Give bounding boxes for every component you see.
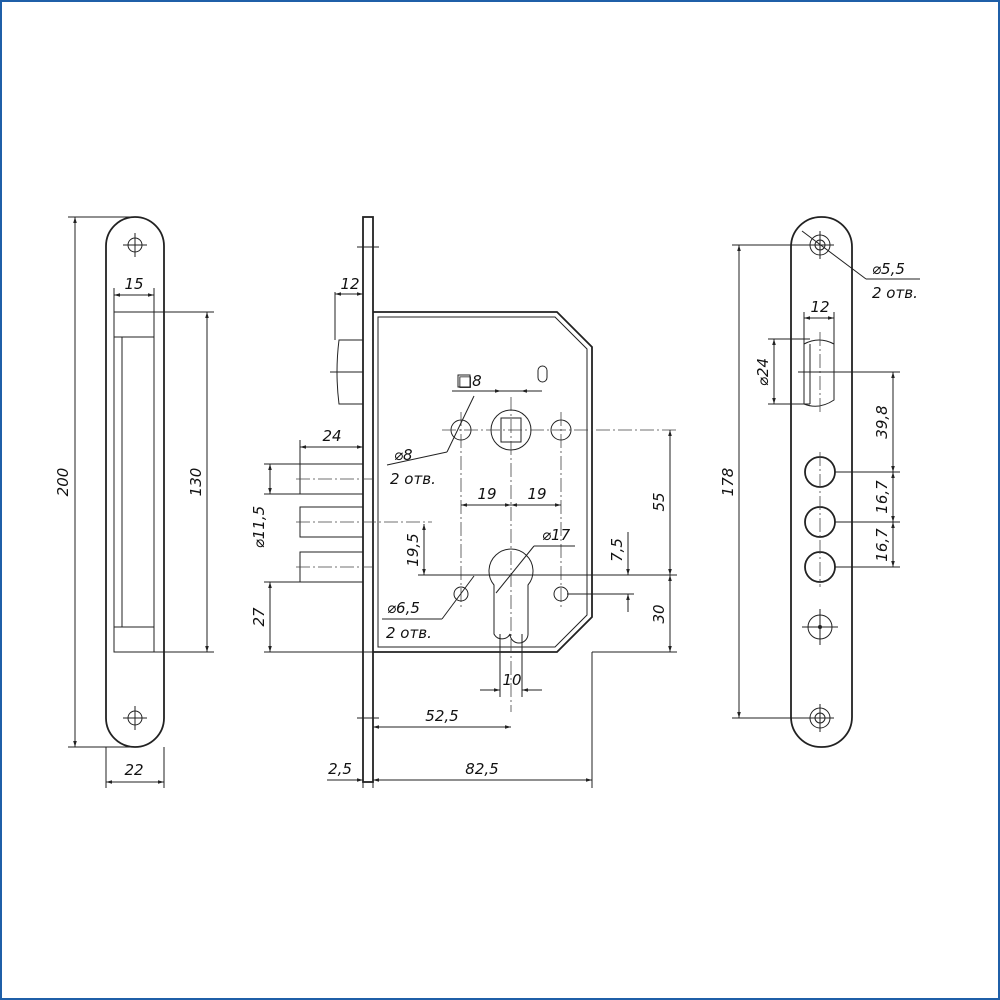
dim-16-7-lower: 16,7 (873, 528, 891, 562)
dim-30: 30 (650, 604, 668, 623)
dim-39-8: 39,8 (873, 405, 891, 438)
screw-hole-icon (123, 706, 147, 730)
dim-19-left: 19 (477, 485, 496, 503)
holes-count-8: 2 отв. (390, 470, 436, 488)
dim-27: 27 (250, 607, 268, 627)
dim-12-latch-front: 12 (810, 298, 829, 316)
dim-phi-5-5: ⌀5,5 (872, 260, 905, 278)
dim-2-5: 2,5 (328, 760, 352, 778)
screw-hole-icon (123, 233, 147, 257)
dim-82-5: 82,5 (465, 760, 498, 778)
dim-15: 15 (124, 275, 143, 293)
dim-22: 22 (124, 761, 143, 779)
dim-10: 10 (502, 671, 521, 689)
dim-19-5: 19,5 (404, 533, 422, 566)
dim-phi-8: ⌀8 (394, 446, 413, 464)
dim-178: 178 (719, 468, 737, 497)
dim-200: 200 (54, 468, 72, 497)
dim-phi-17: ⌀17 (542, 526, 571, 544)
dim-12-latch: 12 (340, 275, 359, 293)
lock-front-plate-view: ⌀5,5 2 отв. 12 ⌀24 178 39,8 16,7 16,7 (719, 216, 920, 748)
dim-phi-24: ⌀24 (754, 358, 772, 386)
dim-19-right: 19 (527, 485, 546, 503)
dim-16-7-upper: 16,7 (873, 480, 891, 514)
dim-7-5: 7,5 (608, 538, 626, 562)
faceplate-front-view: 200 130 15 22 (54, 216, 214, 788)
dim-24: 24 (322, 427, 341, 445)
holes-count-5-5: 2 отв. (872, 284, 918, 302)
dim-130: 130 (187, 468, 205, 497)
dim-52-5: 52,5 (425, 707, 458, 725)
screw-icon (802, 609, 838, 645)
lock-body-side-view: 12 24 ⌀11,5 27 □8 ⌀8 2 отв. 19 19 55 ⌀17… (250, 216, 677, 788)
dim-55: 55 (650, 492, 668, 511)
dim-phi-11-5: ⌀11,5 (250, 506, 268, 548)
holes-count-6-5: 2 отв. (386, 624, 432, 642)
dim-phi-6-5: ⌀6,5 (387, 599, 420, 617)
dim-square-8: □8 (458, 372, 482, 390)
